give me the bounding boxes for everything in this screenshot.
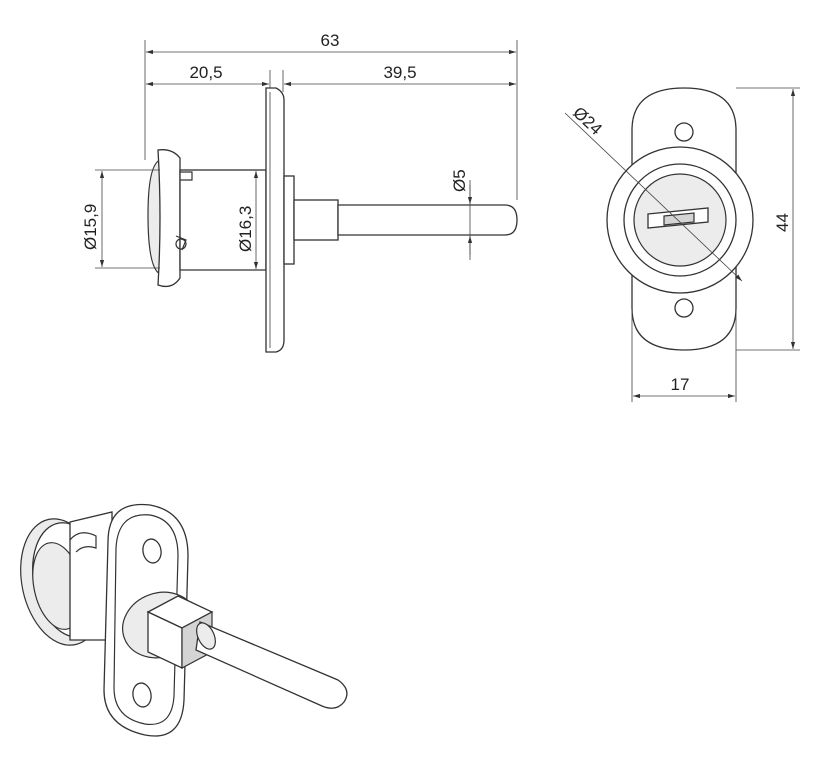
dim-d15-9-label: Ø15,9 bbox=[81, 204, 100, 250]
side-view: 63 20,5 39,5 Ø5 Ø15, bbox=[81, 31, 518, 353]
dim-d16-3-label: Ø16,3 bbox=[236, 206, 255, 252]
dim-20-5-label: 20,5 bbox=[189, 63, 222, 82]
dim-44-label: 44 bbox=[773, 213, 792, 232]
dim-d24-label: Ø24 bbox=[569, 103, 605, 139]
dim-39-5-label: 39,5 bbox=[383, 63, 416, 82]
isometric-view bbox=[20, 503, 348, 737]
dim-63-label: 63 bbox=[321, 31, 340, 50]
dim-d5-label: Ø5 bbox=[450, 169, 469, 192]
dim-17-label: 17 bbox=[671, 375, 690, 394]
front-view: Ø24 17 44 bbox=[564, 87, 800, 402]
